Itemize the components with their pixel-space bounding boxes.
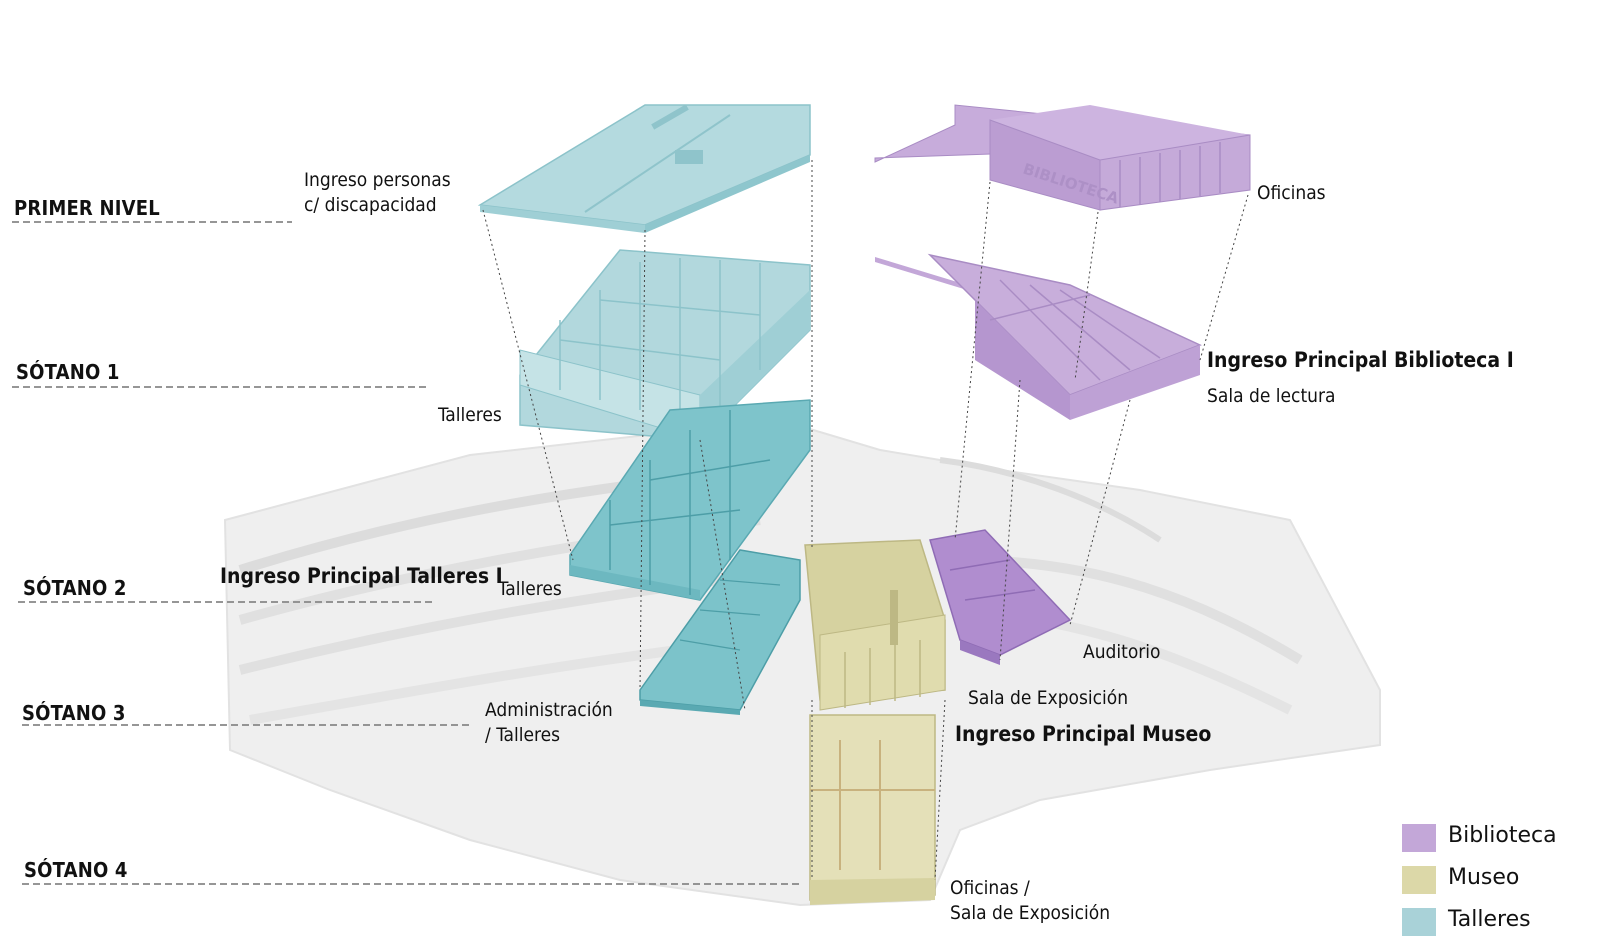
talleres-sotano-2 <box>569 399 811 601</box>
annotation-talleres-sotano-2: Talleres <box>498 578 562 600</box>
annotation-sala-exposicion: Sala de Exposición <box>968 687 1129 709</box>
biblioteca-primer-nivel <box>874 104 1251 211</box>
legend-swatch-museo <box>1402 866 1436 894</box>
legend-swatch-biblioteca <box>1402 824 1436 852</box>
talleres-sotano-1 <box>519 249 811 441</box>
level-label-sotano-1: SÓTANO 1 <box>16 360 120 384</box>
talleres-primer-nivel-roof <box>477 104 811 233</box>
annotation-oficinas-exposicion: Oficinas / Sala de Exposición <box>950 876 1110 926</box>
talleres-sotano-3 <box>639 549 801 715</box>
level-label-sotano-3: SÓTANO 3 <box>22 701 126 725</box>
annotation-ingreso-personas: Ingreso personas c/ discapacidad <box>304 168 451 218</box>
annotation-auditorio: Auditorio <box>1083 641 1161 663</box>
museo-block <box>804 539 946 905</box>
annotation-administracion-line-2: / Talleres <box>485 724 561 746</box>
annotation-administracion-line-1: Administración <box>485 699 613 721</box>
level-guides <box>12 221 800 885</box>
annotation-ingreso-talleres: Ingreso Principal Talleres I <box>220 564 503 588</box>
legend-label-talleres: Talleres <box>1448 907 1531 932</box>
annotation-ingreso-personas-line-1: Ingreso personas <box>304 169 451 191</box>
level-label-primer-nivel: PRIMER NIVEL <box>14 196 160 220</box>
annotation-ingreso-personas-line-2: c/ discapacidad <box>304 194 437 216</box>
annotation-sala-lectura: Sala de lectura <box>1207 385 1336 407</box>
legend-label-biblioteca: Biblioteca <box>1448 823 1557 848</box>
annotation-ingreso-biblioteca: Ingreso Principal Biblioteca I <box>1207 348 1514 372</box>
level-label-sotano-4: SÓTANO 4 <box>24 858 128 882</box>
site-terrain <box>223 418 1381 907</box>
biblioteca-sotano-1 <box>875 253 1202 420</box>
annotation-ingreso-museo: Ingreso Principal Museo <box>955 722 1212 746</box>
annotation-oficinas-exposicion-line-2: Sala de Exposición <box>950 902 1111 924</box>
annotation-oficinas-exposicion-line-1: Oficinas / <box>950 877 1030 899</box>
projection-lines <box>482 160 1249 881</box>
legend-swatch-talleres <box>1402 908 1436 936</box>
legend-label-museo: Museo <box>1448 865 1520 890</box>
annotation-talleres-sotano-1: Talleres <box>438 404 502 426</box>
level-label-sotano-2: SÓTANO 2 <box>23 576 127 600</box>
annotation-administracion: Administración / Talleres <box>485 698 613 748</box>
annotation-oficinas: Oficinas <box>1257 182 1326 204</box>
biblioteca-sotano-2 <box>929 529 1072 665</box>
